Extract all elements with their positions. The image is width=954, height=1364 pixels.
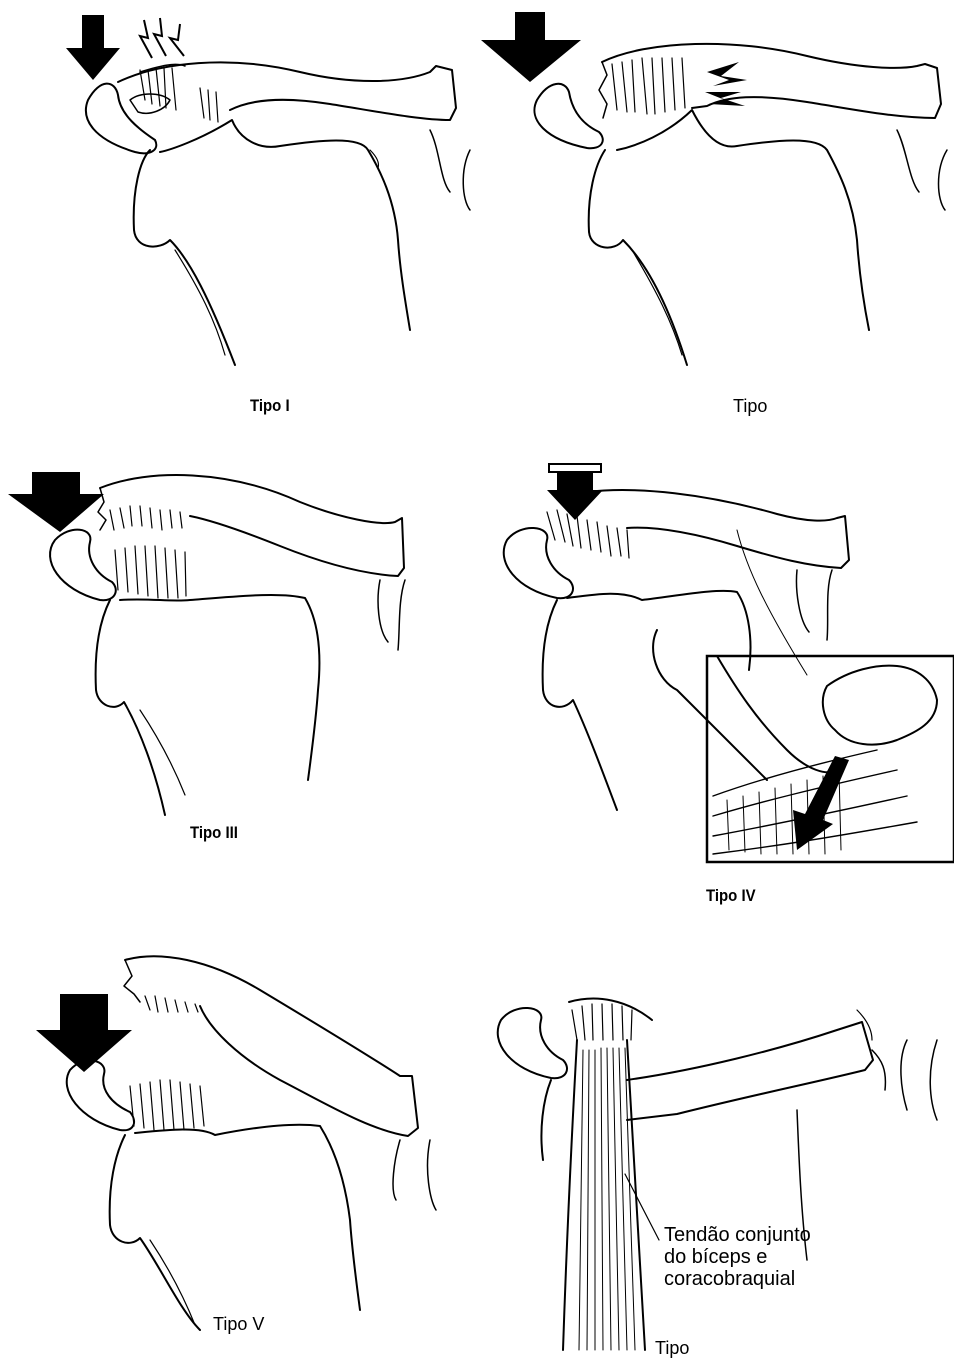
annotation-line-3: coracobraquial — [664, 1268, 811, 1290]
annotation-line-1: Tendão conjunto — [664, 1224, 811, 1246]
caption-tipo-5: Tipo V — [213, 1314, 264, 1335]
caption-tipo-4: Tipo IV — [706, 886, 756, 906]
caption-tipo-1: Tipo I — [250, 396, 290, 416]
panel-tipo-3: Tipo III — [0, 450, 477, 850]
force-arrow-icon — [66, 15, 120, 80]
force-arrow-icon — [481, 12, 581, 82]
panel-tipo-4: Tipo IV — [477, 450, 954, 910]
shoulder-illustration-tipo-1 — [0, 0, 477, 430]
shoulder-illustration-tipo-2 — [477, 0, 954, 430]
panel-tipo-1: Tipo I — [0, 0, 477, 430]
annotation-line-2: do bíceps e — [664, 1246, 811, 1268]
caption-tipo-3: Tipo III — [190, 823, 238, 843]
shoulder-illustration-tipo-6 — [477, 930, 954, 1364]
panel-tipo-6: Tendão conjunto do bíceps e coracobraqui… — [477, 930, 954, 1364]
shoulder-illustration-tipo-4 — [477, 450, 954, 910]
force-arrow-icon — [36, 994, 132, 1072]
force-arrow-icon — [8, 472, 104, 532]
caption-tipo-2: Tipo — [733, 396, 767, 417]
annotation-conjoint-tendon: Tendão conjunto do bíceps e coracobraqui… — [664, 1224, 811, 1290]
force-arrow-icon — [547, 472, 603, 520]
panel-tipo-5: Tipo V — [0, 930, 477, 1350]
shoulder-illustration-tipo-3 — [0, 450, 477, 850]
shoulder-illustration-tipo-5 — [0, 930, 477, 1350]
caption-tipo-6: Tipo — [655, 1338, 689, 1359]
panel-tipo-2: Tipo — [477, 0, 954, 430]
pain-lightning-icon — [140, 18, 184, 58]
